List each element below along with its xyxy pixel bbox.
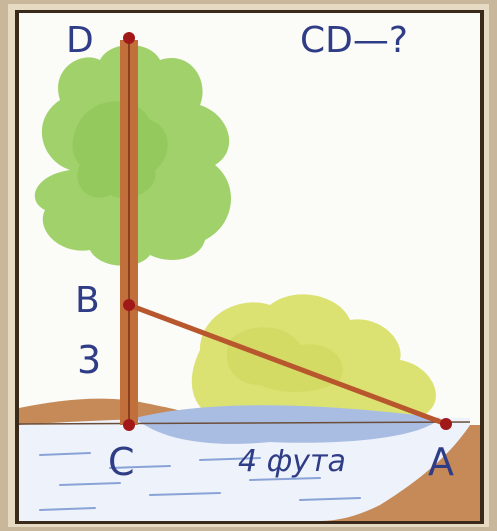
segment-bc-label: 3 bbox=[77, 338, 101, 382]
question-label: CD—? bbox=[300, 20, 408, 61]
point-c-dot bbox=[123, 419, 135, 431]
point-a-dot bbox=[440, 418, 452, 430]
point-b-label: B bbox=[75, 280, 100, 321]
segment-ca-label: 4 фута bbox=[238, 444, 346, 479]
point-c-label: C bbox=[108, 440, 135, 484]
point-d-label: D bbox=[66, 20, 94, 61]
point-b-dot bbox=[123, 299, 135, 311]
point-d-dot bbox=[123, 32, 135, 44]
point-a-label: A bbox=[428, 440, 454, 484]
water-icon bbox=[19, 405, 470, 521]
ground-right bbox=[320, 425, 480, 521]
shoreline bbox=[18, 421, 471, 425]
segment-ba bbox=[126, 302, 449, 427]
